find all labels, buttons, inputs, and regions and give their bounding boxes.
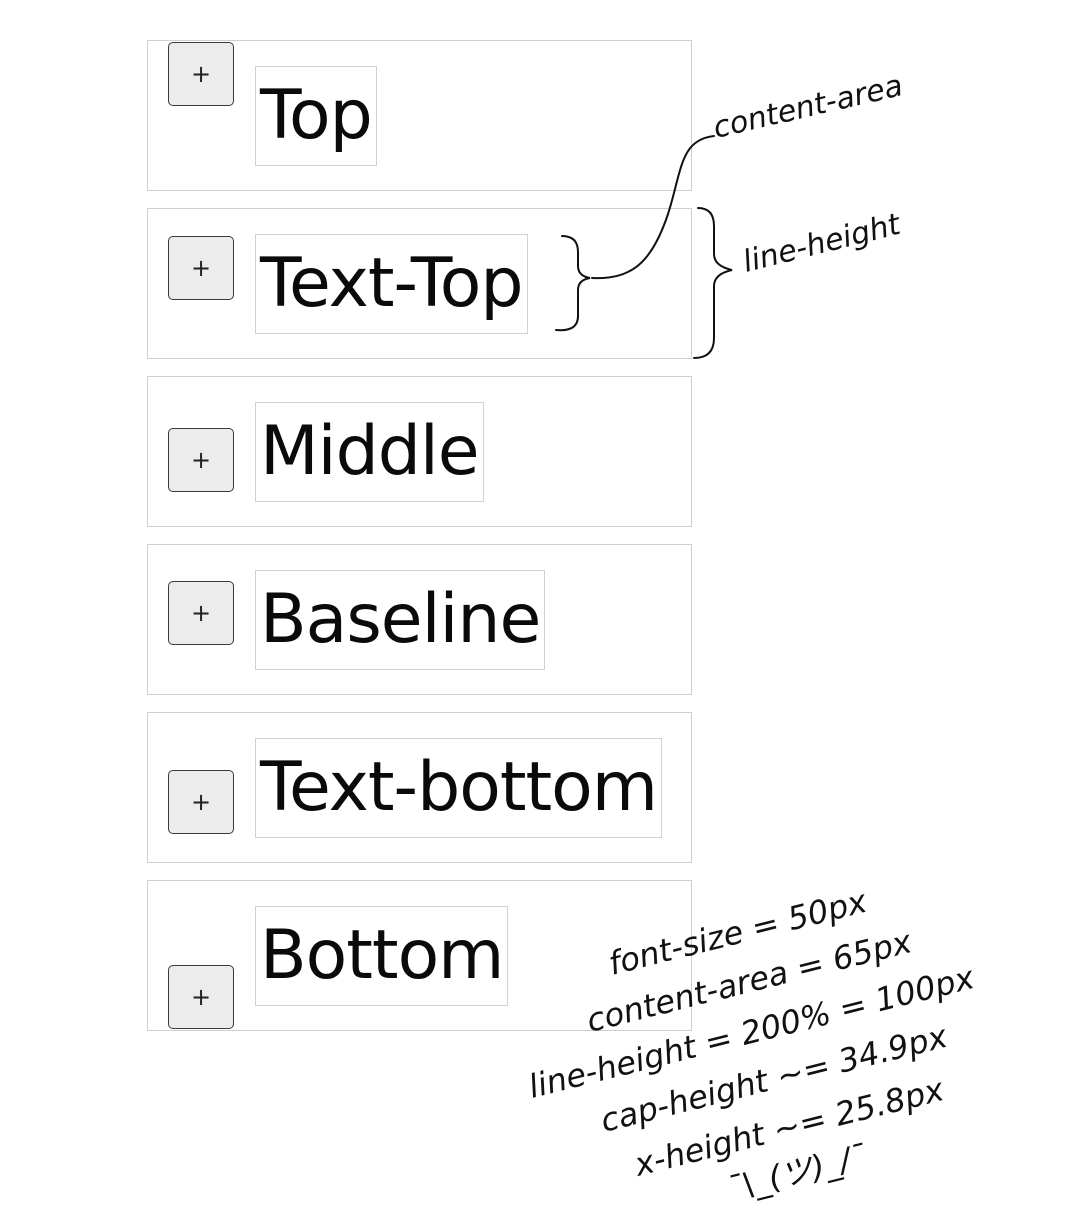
plus-icon: + (190, 599, 212, 627)
sample-word: Text-Top (255, 234, 528, 334)
demo-row-top: + Top (147, 40, 692, 191)
sample-word: Middle (255, 402, 484, 502)
demo-row-middle: + Middle (147, 376, 692, 527)
plus-button[interactable]: + (168, 428, 234, 492)
demo-row-bottom: + Bottom (147, 880, 692, 1031)
line-height-label: line-height (739, 207, 904, 280)
plus-icon: + (190, 254, 212, 282)
sample-word: Text-bottom (255, 738, 662, 838)
note-shrug: ¯\_(ツ)_/¯ (723, 1136, 871, 1207)
plus-button[interactable]: + (168, 236, 234, 300)
plus-icon: + (190, 446, 212, 474)
plus-icon: + (190, 788, 212, 816)
sample-word: Top (255, 66, 377, 166)
plus-icon: + (190, 60, 212, 88)
content-area-label: content-area (710, 68, 906, 146)
note-cap-height: cap-height ~= 34.9px (597, 1017, 952, 1140)
line-height-brace (693, 207, 733, 359)
note-x-height: x-height ~= 25.8px (630, 1070, 949, 1184)
plus-button[interactable]: + (168, 770, 234, 834)
demo-row-text-top: + Text-Top (147, 208, 692, 359)
sample-word: Baseline (255, 570, 546, 670)
plus-icon: + (190, 983, 212, 1011)
demo-row-baseline: + Baseline (147, 544, 692, 695)
plus-button[interactable]: + (168, 42, 234, 106)
demo-row-text-bottom: + Text-bottom (147, 712, 692, 863)
plus-button[interactable]: + (168, 581, 234, 645)
plus-button[interactable]: + (168, 965, 234, 1029)
sample-word: Bottom (255, 906, 509, 1006)
